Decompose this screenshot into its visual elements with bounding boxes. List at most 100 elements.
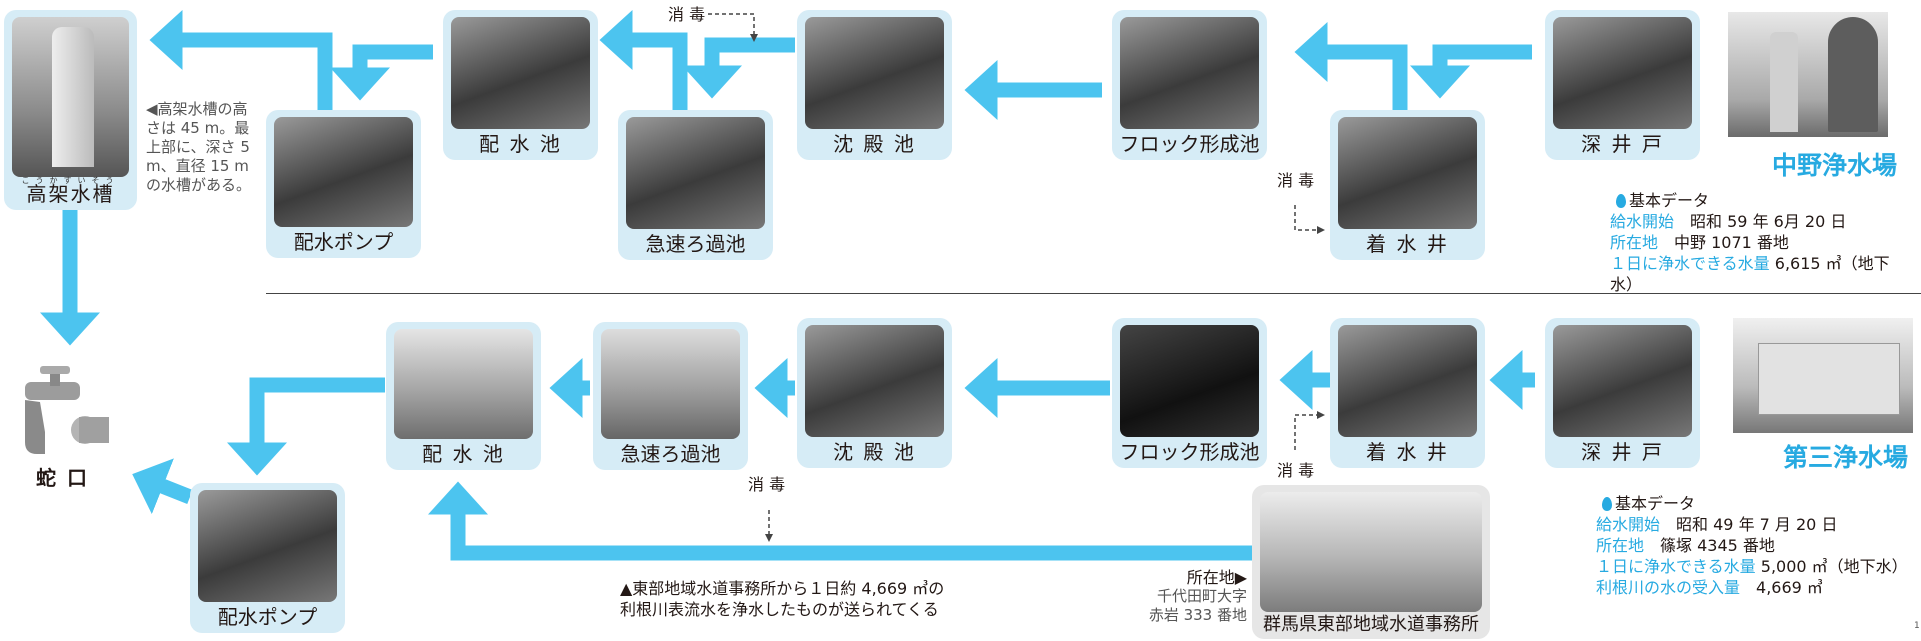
settling-basin-label: 沈 殿 池 [833, 440, 916, 464]
office-label: 群馬県東部地域水道事務所 [1263, 614, 1479, 635]
arrow-pump-to-faucet [132, 458, 193, 515]
facility-card-receiving-well-lower: 着 水 井 [1330, 318, 1485, 468]
river-note-line: 利根川表流水を浄水したものが送られてくる [620, 600, 939, 619]
deep-well-photo [1553, 17, 1692, 129]
capacity-value: 6,615 ㎥（地下水） [1610, 254, 1890, 294]
arrow-settle-to-filter [682, 37, 795, 99]
facility-card-rapid-filter-lower: 急速ろ過池 [593, 322, 748, 470]
distribution-pond-photo [451, 17, 590, 129]
distribution-pump-label: 配水ポンプ [293, 230, 394, 254]
start-label: 給水開始 [1610, 212, 1675, 231]
river-label: 利根川の水の受入量 [1596, 578, 1741, 597]
deep-well-label: 深 井 戸 [1581, 440, 1664, 464]
capacity-label: １日に浄水できる水量 [1610, 254, 1770, 273]
basic-data-heading-text: 基本データ [1615, 494, 1696, 513]
arrow-office-to-pond [428, 481, 1252, 561]
floc-basin-photo [1120, 17, 1259, 129]
facility-card-distribution-pump-lower: 配水ポンプ [190, 483, 345, 633]
section-divider [266, 293, 1921, 294]
basic-data-lower: 基本データ 給水開始 昭和 49 年 7 月 20 日 所在地 篠塚 4345 … [1596, 493, 1916, 598]
tank-note-line: さは 45 m。最 [146, 119, 250, 137]
tank-note-line: の水槽がある。 [146, 176, 252, 194]
distribution-pump-photo [198, 490, 337, 602]
plant-photo-nakano [1728, 12, 1888, 137]
distribution-pond-label: 配 水 池 [422, 442, 505, 466]
facility-card-distribution-pond-upper: 配 水 池 [443, 10, 598, 160]
arrow-filter-to-pond [599, 10, 688, 115]
elevated-tank-ruby: こうかすいそう [21, 176, 120, 185]
office-card: 群馬県東部地域水道事務所 [1252, 485, 1490, 639]
disinfect-dash-upper-2 [1294, 205, 1325, 234]
basic-data-row: 所在地 中野 1071 番地 [1610, 232, 1910, 253]
arrow-pond-to-pump [330, 44, 433, 101]
facility-card-deep-well-upper: 深 井 戸 [1545, 10, 1700, 160]
tank-note-line: ◀高架水槽の高 [146, 100, 248, 118]
facility-card-floc-basin-lower: フロック形成池 [1112, 318, 1267, 468]
basic-data-row: 給水開始 昭和 49 年 7 月 20 日 [1596, 514, 1916, 535]
basic-data-heading: 基本データ [1602, 493, 1916, 514]
floc-basin-photo [1120, 325, 1259, 437]
basic-data-heading-text: 基本データ [1629, 191, 1710, 210]
deep-well-photo [1553, 325, 1692, 437]
start-label: 給水開始 [1596, 515, 1661, 534]
settling-basin-photo [805, 325, 944, 437]
basic-data-heading: 基本データ [1616, 190, 1910, 211]
disinfection-label: 消 毒 [668, 5, 706, 24]
facility-card-distribution-pond-lower: 配 水 池 [386, 322, 541, 470]
water-drop-icon [1602, 497, 1612, 511]
disinfection-label: 消 毒 [748, 475, 786, 494]
basic-data-row: 利根川の水の受入量 4,669 ㎥ [1596, 577, 1916, 598]
receiving-well-photo [1338, 325, 1477, 437]
distribution-pond-photo [394, 329, 533, 439]
elevated-tank-photo [12, 17, 129, 177]
settling-basin-label: 沈 殿 池 [833, 132, 916, 156]
facility-card-settling-basin-upper: 沈 殿 池 [797, 10, 952, 160]
floc-basin-label: フロック形成池 [1119, 132, 1260, 156]
office-location: 所在地▶ 千代田町大字 赤岩 333 番地 [1132, 568, 1247, 625]
plant-title-nakano: 中野浄水場 [1772, 151, 1898, 180]
office-location-line: 千代田町大字 [1156, 587, 1247, 605]
water-drop-icon [1616, 194, 1626, 208]
basic-data-row: １日に浄水できる水量 5,000 ㎥（地下水） [1596, 556, 1916, 577]
faucet-card: 蛇 口 [5, 362, 120, 512]
deep-well-label: 深 井 戸 [1581, 132, 1664, 156]
rapid-filter-photo [626, 117, 765, 229]
facility-card-elevated-tank: こうかすいそう 高架水槽 [4, 10, 137, 210]
tank-note-line: m、直径 15 m [146, 157, 249, 175]
receiving-well-label: 着 水 井 [1366, 232, 1449, 256]
page-number: 1 [1914, 621, 1920, 631]
basic-data-row: 給水開始 昭和 59 年 6月 20 日 [1610, 211, 1910, 232]
floc-basin-label: フロック形成池 [1119, 440, 1260, 464]
capacity-label: １日に浄水できる水量 [1596, 557, 1756, 576]
river-note-line: ▲東部地域水道事務所から１日約 4,669 ㎥の [620, 579, 945, 598]
basic-data-row: 所在地 篠塚 4345 番地 [1596, 535, 1916, 556]
rapid-filter-label: 急速ろ過池 [645, 232, 746, 256]
facility-card-receiving-well-upper: 着 水 井 [1330, 110, 1485, 260]
location-value: 中野 1071 番地 [1674, 233, 1789, 252]
plant-photo-daisan [1733, 318, 1913, 433]
facility-card-settling-basin-lower: 沈 殿 池 [797, 318, 952, 468]
location-label: 所在地 [1596, 536, 1645, 555]
capacity-value: 5,000 ㎥（地下水） [1760, 557, 1908, 576]
start-value: 昭和 59 年 6月 20 日 [1690, 212, 1847, 231]
tank-note-line: 上部に、深さ 5 [146, 138, 250, 156]
office-location-line: 赤岩 333 番地 [1148, 606, 1247, 624]
arrow-receive-to-floc [1294, 22, 1408, 115]
facility-card-floc-basin-upper: フロック形成池 [1112, 10, 1267, 160]
receiving-well-photo [1338, 117, 1477, 229]
settling-basin-photo [805, 17, 944, 129]
faucet-icon [25, 366, 109, 454]
river-note: ▲東部地域水道事務所から１日約 4,669 ㎥の 利根川表流水を浄水したものが送… [620, 578, 944, 620]
plant-title-daisan: 第三浄水場 [1783, 443, 1909, 472]
rapid-filter-label: 急速ろ過池 [620, 442, 721, 466]
arrow-pump-to-tank [149, 10, 333, 115]
rapid-filter-photo [601, 329, 740, 439]
arrow-lpond-to-pump [227, 377, 385, 476]
start-value: 昭和 49 年 7 月 20 日 [1676, 515, 1838, 534]
river-value: 4,669 ㎥ [1756, 578, 1823, 597]
facility-card-deep-well-lower: 深 井 戸 [1545, 318, 1700, 468]
disinfection-label: 消 毒 [1277, 461, 1315, 480]
disinfection-label: 消 毒 [1277, 171, 1315, 190]
receiving-well-label: 着 水 井 [1366, 440, 1449, 464]
